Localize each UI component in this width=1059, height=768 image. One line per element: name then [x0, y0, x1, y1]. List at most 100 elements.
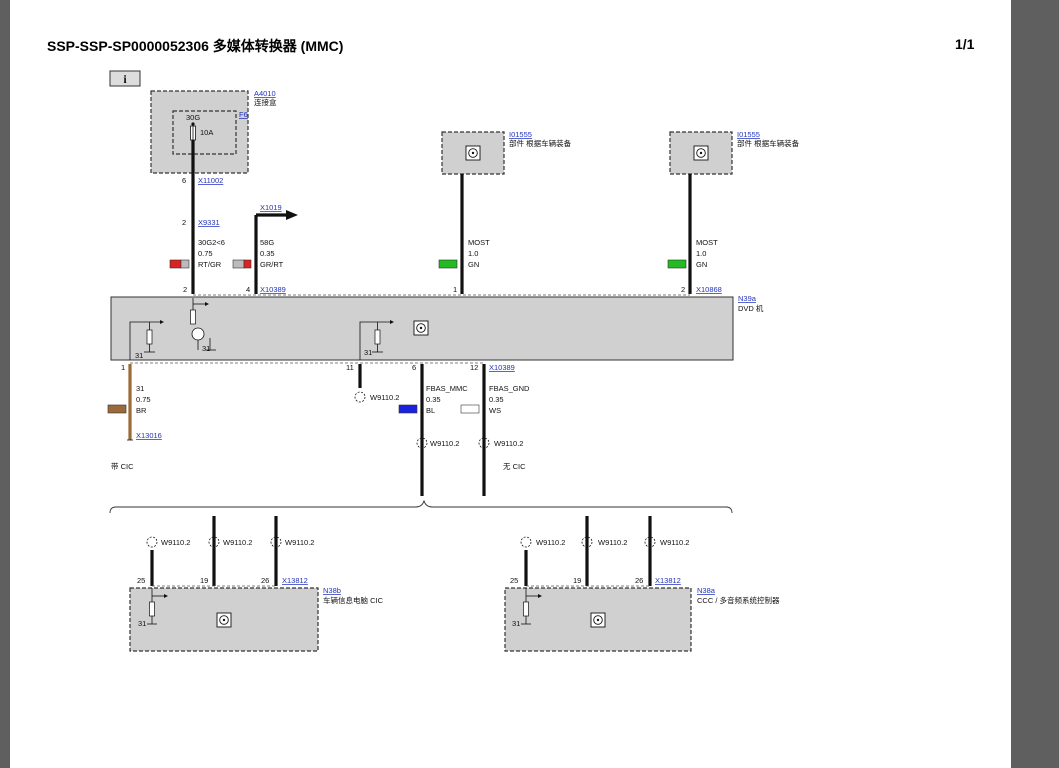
svg-text:GR/RT: GR/RT: [260, 260, 284, 269]
svg-text:W9110.2: W9110.2: [660, 538, 689, 547]
n38a-group: W9110.2 W9110.2 W9110.2 25 19 26 X13812 …: [504, 516, 780, 652]
fuse-icon: [190, 122, 196, 141]
svg-text:2: 2: [681, 285, 685, 294]
wire-color-swatch: [243, 259, 252, 269]
page-number: 1/1: [955, 36, 975, 52]
svg-text:0.75: 0.75: [136, 395, 151, 404]
i01555-left-link[interactable]: I01555: [509, 130, 532, 139]
svg-text:GN: GN: [696, 260, 707, 269]
svg-text:1: 1: [121, 363, 125, 372]
svg-text:FBAS_MMC: FBAS_MMC: [426, 384, 468, 393]
wire-color-swatch: [438, 259, 458, 269]
svg-text:58G: 58G: [260, 238, 274, 247]
svg-text:BR: BR: [136, 406, 147, 415]
wire-color-swatch: [180, 259, 190, 269]
svg-text:W9110.2: W9110.2: [370, 393, 399, 402]
svg-text:RT/GR: RT/GR: [198, 260, 222, 269]
svg-text:2: 2: [182, 218, 186, 227]
note-without-cic: 无 CIC: [503, 462, 526, 471]
wire-color-swatch: [169, 259, 182, 269]
wire-color-swatch: [232, 259, 245, 269]
svg-text:GN: GN: [468, 260, 479, 269]
svg-text:19: 19: [200, 576, 208, 585]
f6-link[interactable]: F6: [239, 110, 248, 119]
svg-text:31: 31: [512, 619, 520, 628]
svg-text:MOST: MOST: [696, 238, 718, 247]
svg-text:W9110.2: W9110.2: [430, 439, 459, 448]
svg-text:部件 根据车辆装备: 部件 根据车辆装备: [737, 138, 800, 148]
svg-text:BL: BL: [426, 406, 435, 415]
svg-text:31: 31: [135, 351, 143, 360]
svg-text:W9110.2: W9110.2: [161, 538, 190, 547]
internal-resistor-symbol: 31: [129, 320, 164, 360]
f6-terminal: 30G: [186, 113, 200, 122]
svg-text:W9110.2: W9110.2: [536, 538, 565, 547]
splice-icon: [416, 437, 428, 449]
wiring-diagram: i A4010 连接盒 F6 30G 10A 6 X11002 2 X9331 …: [107, 70, 800, 652]
svg-text:WS: WS: [489, 406, 501, 415]
svg-text:12: 12: [470, 363, 478, 372]
svg-text:6: 6: [182, 176, 186, 185]
svg-text:4: 4: [246, 285, 250, 294]
wire-color-swatch: [107, 404, 127, 414]
n38b-group: W9110.2 W9110.2 W9110.2 25 19 26 X13812 …: [129, 516, 384, 652]
x10868-link[interactable]: X10868: [696, 285, 722, 294]
grouping-brace: [109, 499, 733, 514]
svg-text:26: 26: [635, 576, 643, 585]
x13016-link[interactable]: X13016: [136, 431, 162, 440]
svg-text:FBAS_GND: FBAS_GND: [489, 384, 530, 393]
splice-icon: [146, 536, 158, 548]
diagram-sheet: SSP-SSP-SP0000052306 多媒体转换器 (MMC) 1/1 i …: [10, 0, 1011, 768]
a4010-link[interactable]: A4010: [254, 89, 276, 98]
wire-color-swatch: [398, 404, 418, 414]
splice-icon: [354, 391, 366, 403]
x1019-link[interactable]: X1019: [260, 203, 282, 212]
wire-color-swatch: [460, 404, 480, 414]
svg-text:0.35: 0.35: [489, 395, 504, 404]
x13812-right-link[interactable]: X13812: [655, 576, 681, 585]
multimedia-symbol-icon: [693, 145, 709, 161]
multimedia-symbol-icon: [465, 145, 481, 161]
svg-text:1.0: 1.0: [468, 249, 478, 258]
right-gutter: [1011, 0, 1059, 768]
a4010-label: 连接盒: [254, 97, 277, 107]
splice-icon: [478, 437, 490, 449]
svg-text:0.35: 0.35: [426, 395, 441, 404]
x9331-link[interactable]: X9331: [198, 218, 220, 227]
wire-color-swatch: [667, 259, 687, 269]
transistor-symbol: 31: [190, 298, 216, 353]
svg-text:31: 31: [202, 344, 210, 353]
svg-text:MOST: MOST: [468, 238, 490, 247]
x13812-left-link[interactable]: X13812: [282, 576, 308, 585]
svg-text:19: 19: [573, 576, 581, 585]
x10389-bottom-link[interactable]: X10389: [489, 363, 515, 372]
svg-text:31: 31: [136, 384, 144, 393]
svg-text:W9110.2: W9110.2: [598, 538, 627, 547]
i01555-right-link[interactable]: I01555: [737, 130, 760, 139]
svg-text:W9110.2: W9110.2: [494, 439, 523, 448]
svg-text:部件 根据车辆装备: 部件 根据车辆装备: [509, 138, 572, 148]
arrow-right-icon: [286, 210, 298, 220]
multimedia-symbol-icon: [216, 612, 232, 628]
svg-text:W9110.2: W9110.2: [285, 538, 314, 547]
svg-text:车辆信息电脑 CIC: 车辆信息电脑 CIC: [323, 595, 384, 605]
svg-text:11: 11: [346, 363, 354, 372]
svg-text:i: i: [123, 72, 127, 86]
internal-resistor-symbol: 31: [359, 320, 394, 360]
x10389-top-link[interactable]: X10389: [260, 285, 286, 294]
note-with-cic: 带 CIC: [111, 462, 134, 471]
n39a-link[interactable]: N39a: [738, 294, 757, 303]
f6-fuse-box: [172, 110, 237, 155]
svg-text:1.0: 1.0: [696, 249, 706, 258]
svg-text:2: 2: [183, 285, 187, 294]
svg-text:31: 31: [364, 348, 372, 357]
svg-text:1: 1: [453, 285, 457, 294]
svg-text:26: 26: [261, 576, 269, 585]
multimedia-symbol-icon: [413, 320, 429, 336]
n38a-link[interactable]: N38a: [697, 586, 716, 595]
svg-text:0.35: 0.35: [260, 249, 275, 258]
n38b-link[interactable]: N38b: [323, 586, 341, 595]
info-icon[interactable]: i: [109, 70, 141, 87]
svg-text:25: 25: [510, 576, 518, 585]
x11002-link[interactable]: X11002: [198, 176, 223, 185]
